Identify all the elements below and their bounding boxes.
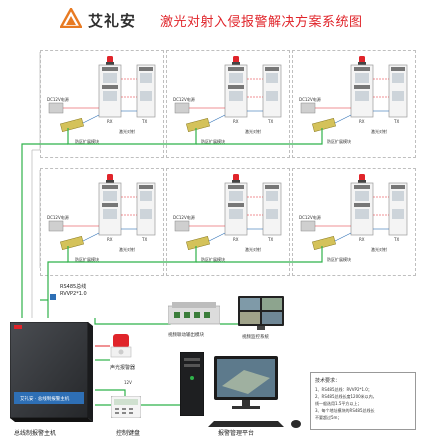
page-title: 激光对射入侵报警解决方案系统图	[160, 15, 363, 30]
zone-module-label: 防区扩展模块	[201, 257, 225, 262]
zone-pair-label: 激光对射	[119, 129, 135, 134]
pc-tower	[179, 351, 205, 417]
linkage-module	[167, 300, 221, 328]
zone-power-label: DC12V电源	[299, 97, 321, 102]
zone-power-label: DC12V电源	[47, 215, 69, 220]
zone-cell: DC12V电源防区扩展模块 激光对射 RX TX	[166, 168, 290, 276]
zone-cell: DC12V电源防区扩展模块 激光对射 RX TX	[40, 50, 164, 158]
zone-pair-label: 激光对射	[371, 129, 387, 134]
alarm-host-panel-text: 艾礼安 · 总线制报警主机	[20, 397, 70, 402]
zone-module-label: 防区扩展模块	[327, 257, 351, 262]
zone-pair-label: 激光对射	[245, 129, 261, 134]
zone-power-label: DC12V电源	[173, 215, 195, 220]
keyboard-label: 控制键盘	[116, 430, 141, 437]
zone-cell: DC12V电源防区扩展模块 激光对射 RX TX	[292, 50, 416, 158]
linkage-module-label: 视频联动输出模块	[168, 333, 204, 338]
keyboard-icon	[110, 395, 142, 419]
zone-module-label: 防区扩展模块	[201, 139, 225, 144]
keyboard-mouse-icon	[208, 414, 304, 428]
zone-cell: DC12V电源防区扩展模块 激光对射 RX TX	[166, 50, 290, 158]
zone-module-label: 防区扩展模块	[75, 257, 99, 262]
zone-rx-label: RX	[233, 119, 239, 124]
zone-tx-label: TX	[394, 119, 400, 124]
laser-detector-pair-icon	[48, 56, 156, 133]
zone-power-label: DC12V电源	[299, 215, 321, 220]
connector-icon	[49, 286, 57, 300]
laser-detector-pair-icon	[48, 174, 156, 251]
brand-name: 艾礼安	[88, 12, 137, 30]
platform-monitor	[214, 356, 278, 414]
zone-pair-label: 激光对射	[119, 247, 135, 252]
zone-power-label: DC12V电源	[173, 97, 195, 102]
siren-cable-label: 12V	[124, 380, 132, 385]
zone-rx-label: RX	[107, 119, 113, 124]
zone-pair-label: 激光对射	[371, 247, 387, 252]
zone-tx-label: TX	[142, 237, 148, 242]
alarm-host-label: 总线制报警主机	[14, 430, 57, 437]
zone-rx-label: RX	[359, 119, 365, 124]
zone-module-label: 防区扩展模块	[327, 139, 351, 144]
platform-label: 报警管理平台	[218, 430, 255, 437]
tech-requirements: 技术要求： 1、RS485总线：RVVP2*1.0； 2、RS485总线长度12…	[310, 372, 416, 430]
laser-detector-pair-icon	[174, 174, 282, 251]
zone-rx-label: RX	[233, 237, 239, 242]
laser-detector-pair-icon	[300, 56, 408, 133]
tech-line: 不要超过5m；	[315, 415, 342, 420]
zone-power-label: DC12V电源	[47, 97, 69, 102]
brand-logo	[58, 6, 84, 29]
bus-label: RS485总线	[60, 284, 87, 290]
zone-tx-label: TX	[142, 119, 148, 124]
zone-pair-label: 激光对射	[245, 247, 261, 252]
tech-line: 3、每个地址模块的RS485总线长	[315, 408, 375, 413]
zone-rx-label: RX	[107, 237, 113, 242]
bus-cable-spec: RVVP2*1.0	[60, 291, 87, 297]
laser-detector-pair-icon	[300, 174, 408, 251]
siren-label: 声光报警器	[110, 365, 136, 371]
zone-rx-label: RX	[359, 237, 365, 242]
zone-tx-label: TX	[268, 237, 274, 242]
zone-cell: DC12V电源防区扩展模块 激光对射 RX TX	[292, 168, 416, 276]
surveillance-monitor	[238, 296, 284, 330]
tech-line: 线一般选用1.5平方以上；	[315, 401, 362, 406]
tech-line: 1、RS485总线：RVVP2*1.0；	[315, 387, 372, 392]
alarm-host: 艾礼安 · 总线制报警主机	[9, 321, 93, 422]
zone-tx-label: TX	[394, 237, 400, 242]
tech-line: 2、RS485总线长度1200米以内，	[315, 394, 377, 399]
siren-icon	[110, 332, 132, 360]
tech-heading: 技术要求：	[315, 378, 341, 384]
zone-tx-label: TX	[268, 119, 274, 124]
zone-module-label: 防区扩展模块	[75, 139, 99, 144]
monitor-label: 视频监控系统	[242, 335, 269, 340]
zone-cell: DC12V电源防区扩展模块 激光对射 RX TX	[40, 168, 164, 276]
laser-detector-pair-icon	[174, 56, 282, 133]
